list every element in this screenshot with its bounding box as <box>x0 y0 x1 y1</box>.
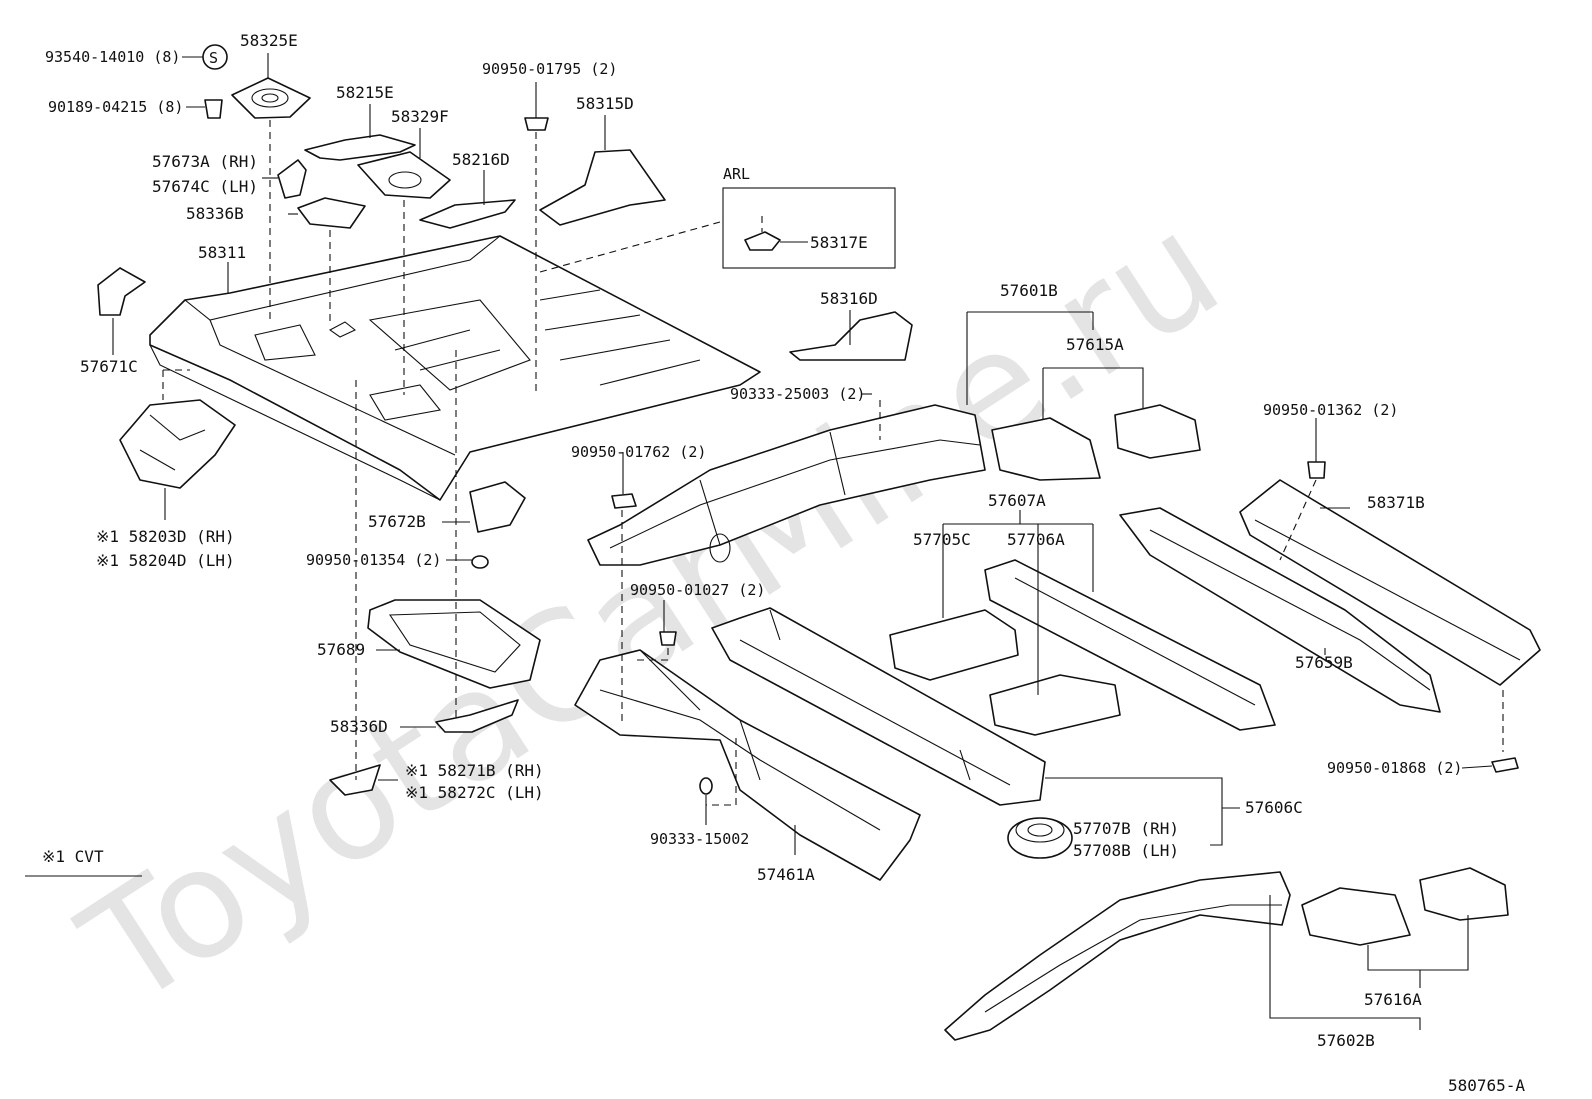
arl-leader-dash <box>539 221 721 273</box>
panel-58336D <box>435 699 519 733</box>
label-57602B: 57602B <box>1317 1031 1375 1050</box>
bracket-57706A <box>989 674 1121 736</box>
grommet-90189 <box>204 99 223 119</box>
label-57673A: 57673A (RH) <box>152 152 258 171</box>
label-57607A: 57607A <box>988 491 1046 510</box>
label-arl: ARL <box>723 165 750 183</box>
label-93540-14010: 93540-14010 (8) <box>45 48 180 66</box>
label-57601B: 57601B <box>1000 281 1058 300</box>
panel-58315D <box>539 149 666 226</box>
plug-90950-01354 <box>471 555 489 569</box>
align-line-7 <box>162 369 190 400</box>
bracket-58203D <box>119 399 236 489</box>
label-57606C: 57606C <box>1245 798 1303 817</box>
label-58272C: ※1 58272C (LH) <box>405 783 544 802</box>
leader-lines <box>25 53 1493 1030</box>
bracket-57673A <box>277 159 307 199</box>
label-90333-25003: 90333-25003 (2) <box>730 385 865 403</box>
label-58311: 58311 <box>198 243 246 262</box>
bracket-57705C <box>889 609 1019 681</box>
grommet-57707B <box>1007 817 1073 859</box>
label-57689: 57689 <box>317 640 365 659</box>
label-57706A: 57706A <box>1007 530 1065 549</box>
bracket-57672B <box>469 481 526 533</box>
align-line-12 <box>1279 479 1317 561</box>
bracket-58271B <box>329 764 381 796</box>
label-57615A: 57615A <box>1066 335 1124 354</box>
label-58316D: 58316D <box>820 289 878 308</box>
label-57708B: 57708B (LH) <box>1073 841 1179 860</box>
crossmember-57606C <box>711 607 1046 806</box>
label-90950-01868: 90950-01868 (2) <box>1327 759 1462 777</box>
label-57461A: 57461A <box>757 865 815 884</box>
label-90950-01362: 90950-01362 (2) <box>1263 401 1398 419</box>
label-90189-04215: 90189-04215 (8) <box>48 98 183 116</box>
panel-58329F <box>357 151 451 199</box>
bracket-57616A-a <box>1301 887 1411 946</box>
label-58215E: 58215E <box>336 83 394 102</box>
arl-box <box>722 187 896 269</box>
label-58216D: 58216D <box>452 150 510 169</box>
panel-58316D <box>789 311 913 361</box>
label-57671C: 57671C <box>80 357 138 376</box>
bracket-57615A-a <box>991 417 1101 481</box>
align-line-11 <box>706 738 737 806</box>
label-s-symbol: S <box>209 49 218 67</box>
label-58329F: 58329F <box>391 107 449 126</box>
plug-90950-01795 <box>524 117 549 131</box>
label-58336D: 58336D <box>330 717 388 736</box>
floor-pan-58311 <box>149 235 761 501</box>
align-line-10 <box>636 648 669 661</box>
part-labels: 93540-14010 (8) S 58325E 90189-04215 (8)… <box>42 31 1525 1095</box>
member-58371B <box>1239 479 1541 686</box>
label-57707B: 57707B (RH) <box>1073 819 1179 838</box>
label-57674C: 57674C (LH) <box>152 177 258 196</box>
member-57659B <box>1119 507 1441 713</box>
panel-58325E <box>231 77 311 119</box>
label-58325E: 58325E <box>240 31 298 50</box>
plug-90950-01762 <box>611 493 637 509</box>
plug-90950-01027 <box>659 631 677 646</box>
label-90333-15002: 90333-15002 <box>650 830 749 848</box>
label-90950-01795: 90950-01795 (2) <box>482 60 617 78</box>
label-57616A: 57616A <box>1364 990 1422 1009</box>
bracket-57616A-b <box>1419 867 1509 921</box>
label-90950-01762: 90950-01762 (2) <box>571 443 706 461</box>
label-footnote-cvt: ※1 CVT <box>42 847 104 866</box>
label-90950-01354: 90950-01354 (2) <box>306 551 441 569</box>
panel-58215E <box>304 134 416 161</box>
bracket-57671C <box>97 267 146 316</box>
label-58271B: ※1 58271B (RH) <box>405 761 544 780</box>
plug-90950-01868 <box>1491 757 1519 773</box>
label-57672B: 57672B <box>368 512 426 531</box>
label-58371B: 58371B <box>1367 493 1425 512</box>
label-58336B: 58336B <box>186 204 244 223</box>
panel-58336B <box>297 197 366 229</box>
member-57602B <box>944 871 1291 1041</box>
bracket-57615A-b <box>1114 404 1201 459</box>
member-57607A <box>984 559 1276 731</box>
label-diagram-code: 580765-A <box>1448 1076 1525 1095</box>
label-58204D: ※1 58204D (LH) <box>96 551 235 570</box>
plug-90950-01362 <box>1307 461 1326 479</box>
label-58203D: ※1 58203D (RH) <box>96 527 235 546</box>
label-58317E: 58317E <box>810 233 868 252</box>
label-58315D: 58315D <box>576 94 634 113</box>
member-57601B <box>587 404 986 566</box>
clip-90333-15002 <box>699 777 713 795</box>
panel-57689 <box>367 599 541 689</box>
label-90950-01027: 90950-01027 (2) <box>630 581 765 599</box>
panel-58216D <box>419 199 516 229</box>
label-57659B: 57659B <box>1295 653 1353 672</box>
label-57705C: 57705C <box>913 530 971 549</box>
tunnel-57461A <box>574 649 921 881</box>
